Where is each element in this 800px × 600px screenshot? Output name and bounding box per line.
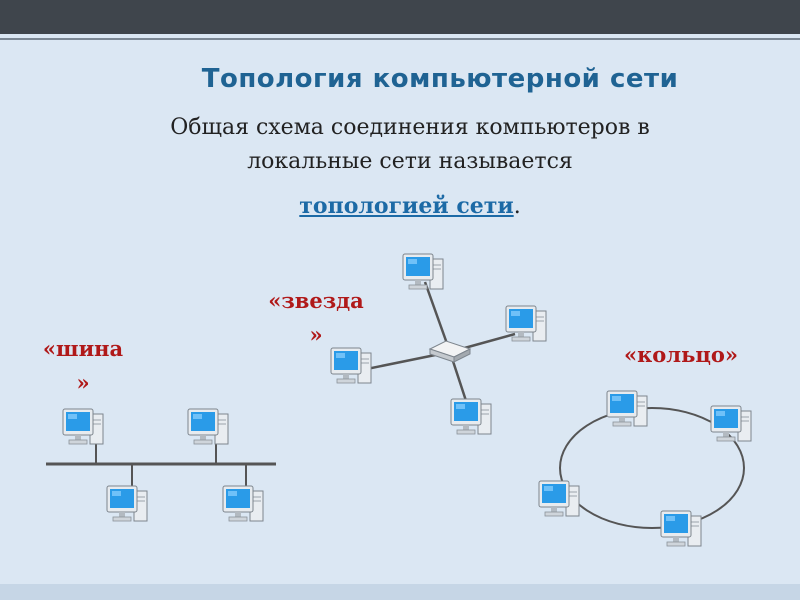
computer-icon [330, 347, 372, 384]
label-star: «звезда » [254, 284, 378, 352]
bus-topology [46, 408, 276, 522]
computer-icon [187, 408, 229, 445]
computer-icon [450, 398, 492, 435]
label-bus: «шина » [28, 332, 138, 400]
label-bus-open: «шина [42, 336, 124, 361]
ring-topology [538, 390, 752, 547]
computer-icon [710, 405, 752, 442]
header-divider [0, 38, 800, 40]
slide-title: Топология компьютерной сети [201, 64, 679, 94]
hub-icon [428, 340, 472, 363]
ring-cable [559, 407, 745, 529]
computer-icon [222, 485, 264, 522]
star-link [423, 281, 452, 353]
label-ring: «кольцо» [623, 342, 738, 367]
definition-line-3: топологией сети. [90, 190, 730, 223]
label-bus-close: » [76, 370, 90, 395]
header-band [0, 0, 800, 34]
computer-icon [62, 408, 104, 445]
term-topology: топологией сети [299, 193, 514, 219]
computer-icon [106, 485, 148, 522]
star-topology [330, 253, 547, 435]
computer-icon [606, 390, 648, 427]
definition-line-2: локальные сети называется [247, 149, 573, 174]
computer-icon [538, 480, 580, 517]
computer-icon [402, 253, 444, 290]
definition-line-1: Общая схема соединения компьютеров в [170, 115, 650, 140]
footer-band [0, 584, 800, 600]
term-period: . [513, 194, 521, 219]
computer-icon [660, 510, 702, 547]
label-star-close: » [309, 322, 323, 347]
label-star-open: «звезда [268, 288, 364, 313]
